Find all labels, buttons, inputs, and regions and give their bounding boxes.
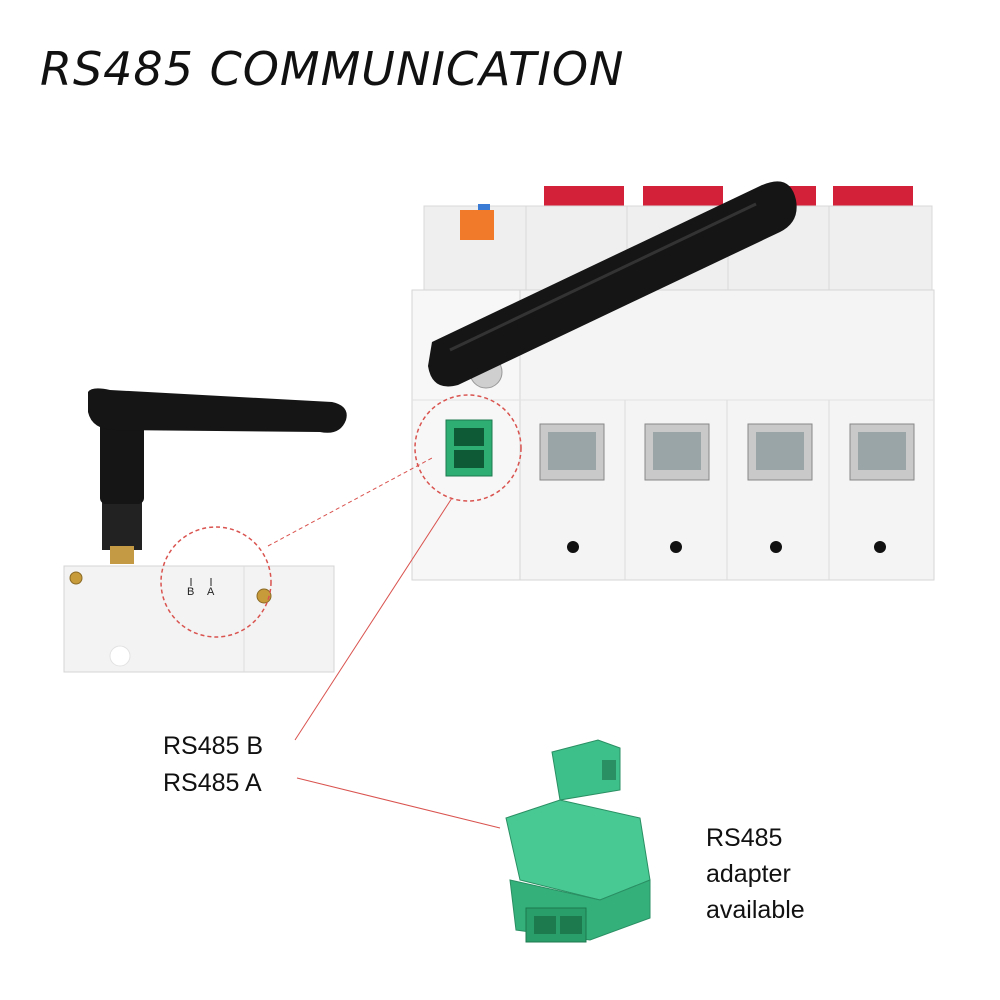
callout-circle bbox=[160, 526, 272, 638]
breaker-window bbox=[539, 423, 605, 481]
label-rs485-a: RS485 A bbox=[163, 769, 262, 797]
callout-line bbox=[296, 777, 501, 829]
label-rs485-b: RS485 B bbox=[163, 732, 264, 760]
module-mark-b: B bbox=[187, 586, 194, 598]
adapter-note-line2: adapter bbox=[706, 860, 791, 888]
terminal-block-icon bbox=[445, 419, 493, 477]
breaker-handle bbox=[833, 186, 913, 208]
module-mark-a: A bbox=[207, 586, 215, 598]
orange-indicator bbox=[460, 210, 494, 240]
callout-line bbox=[294, 497, 453, 741]
callout-line bbox=[267, 457, 433, 547]
antenna-icon bbox=[428, 181, 797, 387]
page-title: RS485 COMMUNICATION bbox=[40, 42, 625, 96]
antenna-icon bbox=[88, 388, 347, 504]
adapter-note: RS485 adapter available bbox=[706, 820, 805, 928]
breaker-handle bbox=[544, 186, 624, 208]
breaker-window bbox=[644, 423, 710, 481]
breaker-window bbox=[849, 423, 915, 481]
callout-circle bbox=[414, 394, 522, 502]
adapter-note-line1: RS485 bbox=[706, 824, 783, 852]
pin-labels: RS485 B RS485 A bbox=[163, 728, 263, 802]
adapter-note-line3: available bbox=[706, 896, 805, 924]
wireless-module: B A bbox=[63, 500, 335, 673]
rs485-adapter bbox=[505, 739, 651, 943]
breaker-window bbox=[747, 423, 813, 481]
breaker-handle bbox=[643, 186, 723, 208]
